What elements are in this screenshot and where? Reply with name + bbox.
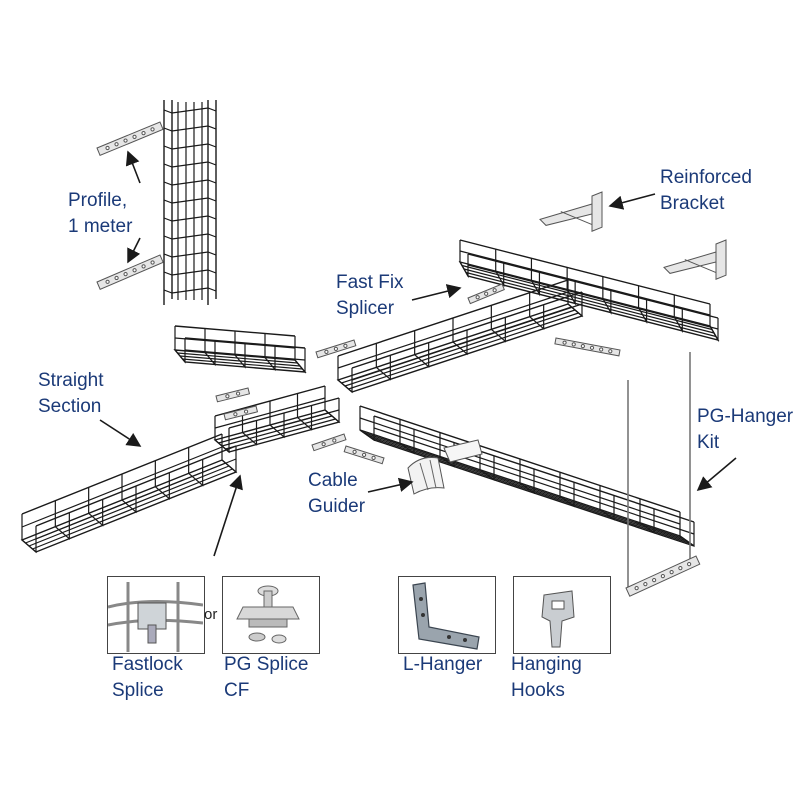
splicer-part-1 (467, 283, 505, 305)
profile-label-line1: Profile, (68, 190, 128, 211)
center-tray-left (213, 385, 341, 454)
hanging-hooks-label: Hanging Hooks (511, 652, 582, 704)
l-hanger-label: L-Hanger (403, 652, 482, 678)
cable-guider-label-line2: Guider (308, 496, 366, 517)
or-separator: or (204, 606, 218, 623)
straight-section-label-line1: Straight (38, 370, 104, 391)
splicer-part-3 (215, 387, 251, 403)
splice-arrow (213, 474, 243, 557)
pg-hanger-rods (627, 352, 691, 588)
fast-fix-splicer-label-line2: Splicer (336, 298, 395, 319)
fastlock-splice-label-line2: Splice (112, 680, 164, 701)
straight-section-label: Straight Section (38, 368, 103, 420)
splicer-part-6 (343, 445, 385, 465)
splicer-part-7 (554, 337, 621, 357)
cable-guider-label: Cable Guider (308, 468, 365, 520)
l-hanger-image (398, 576, 496, 654)
fastlock-splice-icon (107, 582, 204, 652)
fast-fix-splicer-arrow (411, 284, 462, 301)
reinforced-bracket-label: Reinforced Bracket (660, 165, 752, 217)
profile-part-bottom (96, 254, 164, 291)
pg-splice-cf-label-line1: PG Splice (224, 654, 309, 675)
profile-label-line2: 1 meter (68, 216, 133, 237)
reinforced-bracket-label-line1: Reinforced (660, 167, 752, 188)
hanging-hooks-icon (541, 590, 575, 648)
profile-arrow-top (125, 150, 141, 184)
splicer-part-2 (315, 339, 357, 359)
fastlock-splice-image (107, 576, 205, 654)
reinforced-bracket-arrow (608, 193, 656, 210)
fastlock-splice-label: Fastlock Splice (112, 652, 183, 704)
reinforced-bracket-top (539, 191, 603, 232)
pg-hanger-kit-arrow (696, 457, 737, 492)
upper-right-tray (458, 239, 720, 343)
pg-splice-cf-image (222, 576, 320, 654)
center-tray-mid (336, 279, 584, 394)
profile-part-top (96, 121, 164, 157)
l-hanger-label-line1: L-Hanger (403, 654, 483, 675)
pg-splice-cf-icon (236, 585, 300, 644)
cable-guider-part (407, 439, 483, 495)
upper-left-tray (173, 325, 307, 374)
fast-fix-splicer-label-line1: Fast Fix (336, 272, 404, 293)
reinforced-bracket-right (663, 239, 727, 280)
pg-hanger-bar (625, 555, 701, 597)
pg-hanger-kit-label-line2: Kit (697, 432, 720, 453)
straight-section-label-line2: Section (38, 396, 102, 417)
profile-label: Profile, 1 meter (68, 188, 132, 240)
splicer-part-5 (311, 433, 347, 452)
straight-section-arrow (99, 419, 142, 447)
vertical-tray (163, 100, 217, 305)
fastlock-splice-label-line1: Fastlock (112, 654, 183, 675)
pg-hanger-kit-label: PG-Hanger Kit (697, 404, 793, 456)
hanging-hooks-label-line2: Hooks (511, 680, 565, 701)
hanging-hooks-label-line1: Hanging (511, 654, 582, 675)
fast-fix-splicer-label: Fast Fix Splicer (336, 270, 404, 322)
cable-guider-label-line1: Cable (308, 470, 358, 491)
straight-section-tray (20, 433, 238, 554)
pg-splice-cf-label: PG Splice CF (224, 652, 308, 704)
l-hanger-icon (412, 582, 480, 650)
pg-splice-cf-label-line2: CF (224, 680, 250, 701)
cable-guider-arrow (367, 477, 414, 493)
splicer-part-4 (223, 405, 259, 421)
reinforced-bracket-label-line2: Bracket (660, 193, 725, 214)
hanging-hooks-image (513, 576, 611, 654)
profile-arrow-bottom (127, 237, 141, 264)
lower-right-tray (359, 405, 695, 548)
pg-hanger-kit-label-line1: PG-Hanger (697, 406, 794, 427)
